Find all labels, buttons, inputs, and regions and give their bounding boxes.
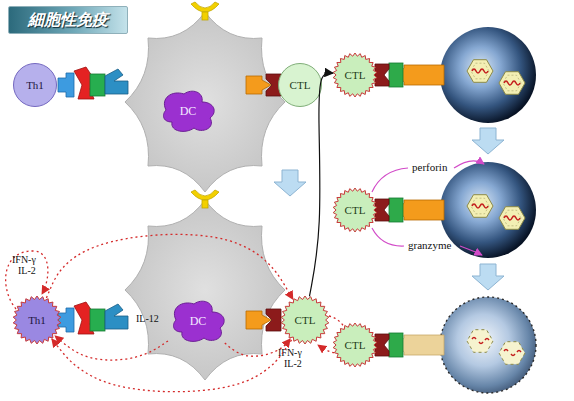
dendritic-cell-body	[125, 200, 285, 380]
node-label: DC	[180, 105, 197, 117]
step-arrow	[472, 128, 504, 154]
activated-cell-body	[281, 296, 329, 344]
th1-dc-synapse	[58, 302, 128, 334]
node-label: CTL	[345, 340, 366, 351]
surface-receptor	[191, 190, 219, 208]
mhc-class-i	[398, 65, 444, 85]
node-label: CTL	[345, 205, 366, 216]
virus-particle	[499, 72, 525, 95]
surface-receptor	[191, 2, 219, 20]
step-arrow	[472, 264, 504, 290]
cell-body	[14, 64, 57, 107]
release-arrow	[454, 161, 484, 168]
cytokine-label: IL-12	[136, 314, 159, 324]
virus-particle	[467, 195, 493, 218]
ctl-target-synapse	[375, 198, 403, 222]
target-cell-body	[440, 162, 536, 258]
infected-target-cell	[375, 162, 536, 258]
cytokine-arrow	[46, 234, 292, 299]
dc-ctl-synapse	[246, 309, 281, 331]
dendritic-cell-body	[125, 12, 285, 192]
virus-particle	[499, 207, 525, 230]
molecule-label: perforin	[412, 162, 447, 173]
virus-fragment	[499, 342, 525, 365]
cytotoxic-t-cell: CTL	[333, 53, 377, 97]
cytokine-label: IL-2	[284, 359, 302, 369]
cytotoxic-t-cell: CTL	[333, 188, 377, 232]
cytotoxic-t-cell: CTL	[278, 63, 322, 107]
dc-ctl-synapse	[246, 74, 281, 96]
node-label: Th1	[28, 315, 46, 326]
cytotoxic-t-cell: CTL	[333, 323, 377, 367]
dendritic-cell: DC	[158, 88, 218, 133]
release-line	[372, 228, 404, 246]
node-label: CTL	[295, 315, 316, 326]
helper-t-cell: Th1	[13, 63, 57, 107]
cytokine-label: IFN-γ	[278, 348, 302, 358]
nucleus-shape	[174, 301, 225, 341]
cytokine-label: IFN-γ	[12, 255, 36, 265]
target-cell-body	[440, 27, 536, 123]
activated-cell-body	[333, 323, 377, 367]
cytokine-arrow	[55, 336, 168, 360]
cytotoxic-t-cell: CTL	[281, 296, 329, 344]
mhc-class-i	[398, 200, 444, 220]
cytokine-arrow	[52, 339, 292, 392]
dying-target-cell	[375, 297, 536, 393]
mhc-class-i	[398, 335, 444, 355]
infected-target-cell	[375, 27, 536, 123]
target-cell-body	[440, 297, 536, 393]
node-label: DC	[190, 315, 207, 327]
release-arrow	[460, 246, 482, 255]
node-label: Th1	[26, 80, 44, 91]
migration-arrow	[309, 73, 333, 297]
helper-t-cell: Th1	[13, 296, 61, 344]
dendritic-cell: DC	[168, 298, 228, 343]
virus-particle	[467, 60, 493, 83]
ctl-target-synapse	[375, 333, 403, 357]
activated-cell-body	[13, 296, 61, 344]
cell-body	[279, 64, 322, 107]
cytokine-label: IL-2	[18, 266, 36, 276]
release-line	[372, 168, 408, 192]
ctl-target-synapse	[375, 63, 403, 87]
molecule-label: granzyme	[408, 240, 451, 251]
nucleus-shape	[164, 91, 215, 131]
activated-cell-body	[333, 53, 377, 97]
node-label: CTL	[345, 70, 366, 81]
node-label: CTL	[290, 80, 311, 91]
cytokine-arrow	[225, 339, 290, 356]
activated-cell-body	[333, 188, 377, 232]
step-arrow	[274, 170, 306, 196]
title-banner: 細胞性免疫	[8, 6, 128, 34]
th1-dc-synapse	[58, 67, 128, 99]
virus-fragment	[467, 330, 493, 353]
